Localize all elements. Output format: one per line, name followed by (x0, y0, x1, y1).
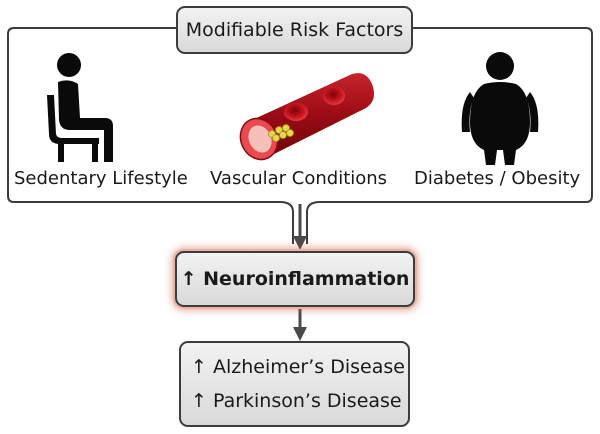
arrow-head-1 (293, 236, 307, 250)
title-box: Modifiable Risk Factors (176, 6, 413, 54)
alzheimers-label: ↑ Alzheimer’s Disease (191, 356, 405, 378)
title-label: Modifiable Risk Factors (185, 19, 404, 41)
parkinsons-label: ↑ Parkinson’s Disease (191, 390, 402, 412)
obese-person-icon (461, 52, 539, 165)
blood-vessel-icon (239, 73, 374, 161)
factor-label-vascular: Vascular Conditions (210, 168, 388, 189)
disease-box: ↑ Alzheimer’s Disease ↑ Parkinson’s Dise… (179, 341, 410, 427)
factor-label-diabetes: Diabetes / Obesity (414, 168, 581, 189)
neuroinflammation-box: ↑ Neuroinflammation (175, 251, 415, 307)
neuroinflammation-label: ↑ Neuroinflammation (180, 268, 410, 290)
arrow-head-2 (293, 327, 307, 341)
risk-factor-bracket (7, 27, 593, 244)
sitting-person-icon (47, 53, 113, 162)
factor-label-sedentary: Sedentary Lifestyle (14, 168, 188, 189)
